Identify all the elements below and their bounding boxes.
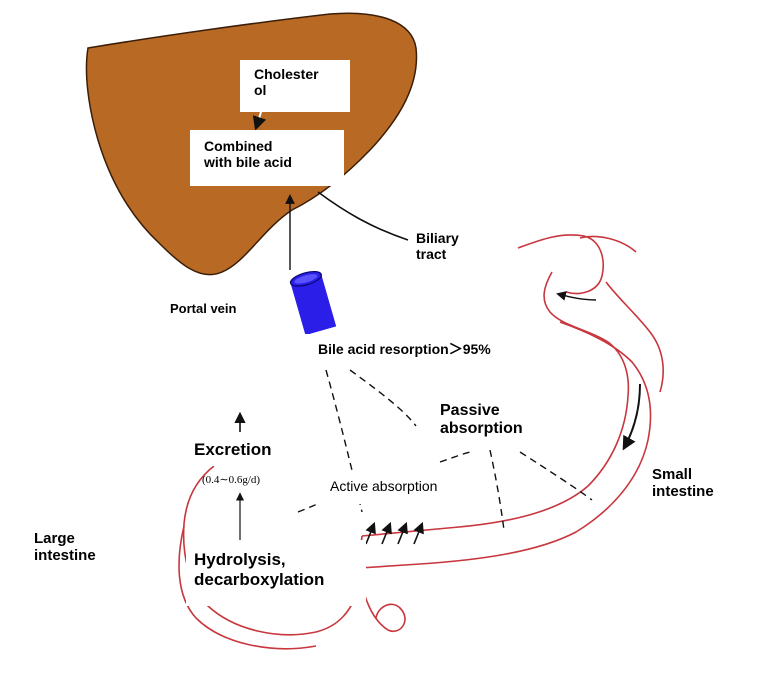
biliary-tract-label: Biliary tract (416, 230, 459, 262)
large-intestine-label: Large intestine (34, 530, 96, 565)
portal-vein-label: Portal vein (170, 301, 237, 316)
passive-line1: Passive (440, 402, 500, 419)
resorption-dashed-lines (297, 369, 593, 531)
large-line1: Large (34, 530, 75, 547)
small-intestine-label: Small intestine (652, 466, 714, 501)
duodenum-flow-arrow (556, 291, 597, 301)
passive-absorption-label: Passive absorption (424, 396, 554, 450)
small-intestine-flow-arrow (622, 383, 641, 451)
portal-vein-vessel (289, 270, 337, 336)
combined-line2: with bile acid (204, 154, 292, 171)
small-intestine-outline (359, 234, 664, 569)
large-line2: intestine (34, 547, 96, 565)
excretion-rate-label: (0.4∼0.6g/d) (202, 474, 261, 486)
hydrolysis-line2: decarboxylation (194, 569, 325, 589)
biliary-line1: Biliary (416, 230, 459, 246)
combined-line1: Combined (204, 138, 273, 154)
small-line1: Small (652, 466, 693, 483)
cholesterol-label: Cholester ol (240, 60, 350, 112)
hydrolysis-line1: Hydrolysis, (194, 550, 286, 569)
excretion-label: Excretion (184, 434, 294, 466)
active-absorption-label: Active absorption (316, 470, 488, 504)
combined-with-bile-acid-label: Combined with bile acid (190, 130, 344, 186)
hydrolysis-decarboxylation-label: Hydrolysis, decarboxylation (186, 540, 366, 606)
cholesterol-line1: Cholester (254, 66, 319, 82)
bile-acid-resorption-label: Bile acid resorption＞95% (304, 334, 556, 368)
active-absorption-arrows (365, 521, 424, 545)
biliary-line2: tract (416, 246, 447, 263)
cholesterol-line2: ol (254, 82, 267, 99)
small-line2: intestine (652, 483, 714, 501)
biliary-tract-line (317, 191, 409, 241)
passive-line2: absorption (440, 420, 523, 438)
